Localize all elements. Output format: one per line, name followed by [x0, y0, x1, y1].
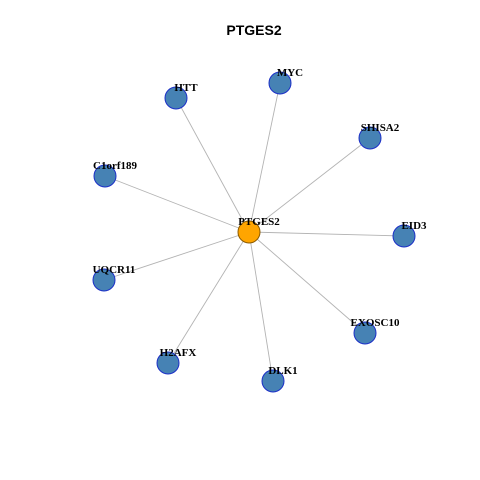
edge-ptges2-exosc10: [248, 231, 366, 334]
node-shisa2-label: SHISA2: [361, 122, 400, 134]
node-dlk1: [261, 369, 285, 393]
node-labels: MYC HTT SHISA2C1orf189EID3UQCR11EXOSC10H2A…: [93, 67, 427, 377]
node-htt: [164, 86, 188, 110]
node-eid3-label: EID3: [401, 220, 427, 232]
node-h2afx-label: H2AFX: [160, 347, 197, 359]
edge-ptges2-c1orf189: [104, 175, 250, 233]
edge-ptges2-h2afx: [167, 231, 250, 364]
edge-ptges2-eid3: [248, 231, 405, 237]
node-c1orf189: [93, 164, 117, 188]
node-center-ptges2-label: PTGES2: [238, 216, 280, 228]
edge-ptges2-dlk1: [248, 231, 274, 382]
edges: [103, 82, 405, 382]
node-dlk1-label: DLK1: [268, 365, 297, 377]
edge-ptges2-htt: [175, 97, 250, 233]
node-center-ptges2: [237, 220, 261, 244]
node-c1orf189-label: C1orf189: [93, 160, 137, 172]
node-myc-label: MYC: [277, 67, 303, 79]
nodes: [92, 71, 416, 393]
node-eid3: [392, 224, 416, 248]
node-h2afx: [156, 351, 180, 375]
node-uqcr11: [92, 268, 116, 292]
node-exosc10-label: EXOSC10: [351, 317, 400, 329]
node-shisa2: [358, 126, 382, 150]
edge-ptges2-myc: [248, 82, 281, 233]
edge-ptges2-uqcr11: [103, 231, 250, 281]
graph-title: PTGES2: [226, 22, 281, 38]
node-myc: [268, 71, 292, 95]
edge-ptges2-shisa2: [248, 137, 371, 233]
node-exosc10: [353, 321, 377, 345]
node-htt-label: HTT: [174, 82, 198, 94]
node-uqcr11-label: UQCR11: [93, 264, 136, 276]
